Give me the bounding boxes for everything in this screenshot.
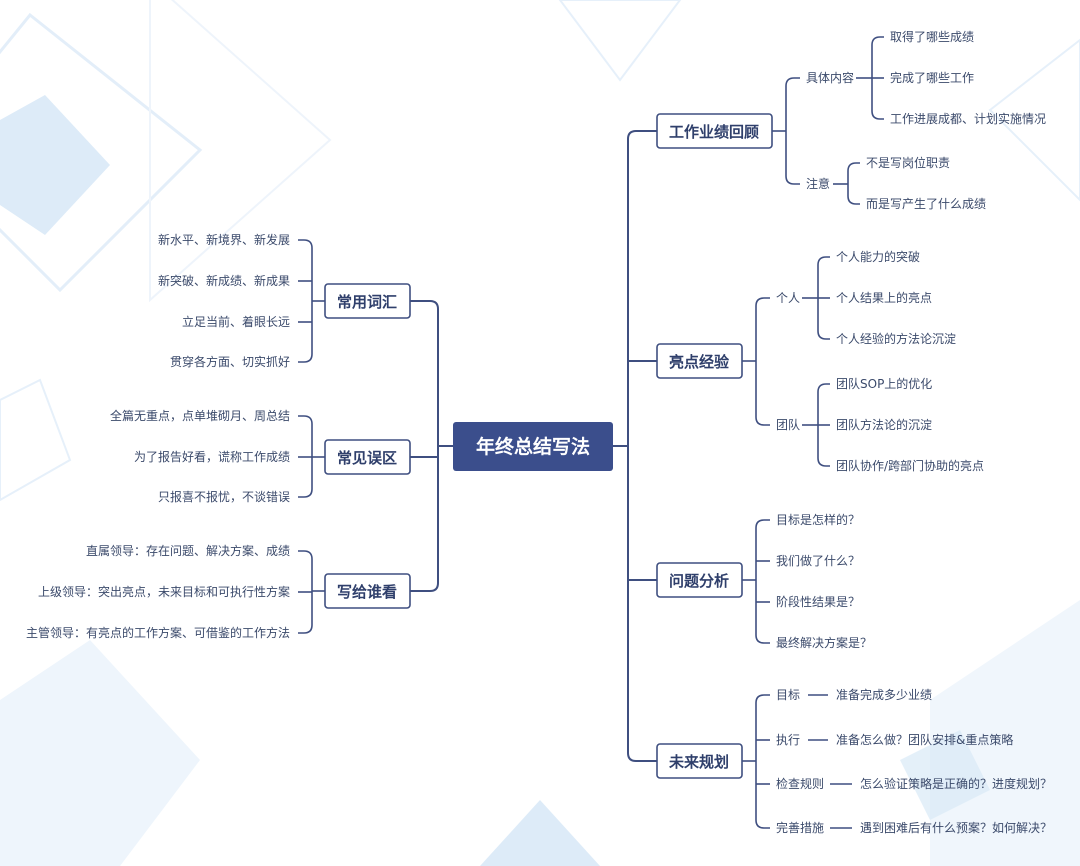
branch-label: 常用词汇	[337, 293, 397, 311]
leaf-item: 主管领导：有亮点的工作方案、可借鉴的工作方法	[26, 625, 290, 640]
branch-label: 未来规划	[668, 753, 729, 771]
group-label: 团队	[776, 417, 800, 432]
leaf-item: 工作进展成都、计划实施情况	[890, 111, 1046, 126]
connector-line	[755, 694, 770, 704]
connector-line	[817, 457, 830, 467]
connector-line	[755, 297, 770, 307]
pair-label: 完善措施	[776, 820, 824, 835]
connector-line	[871, 110, 884, 120]
branch-work-review[interactable]: 工作业绩回顾	[656, 113, 773, 149]
leaf-item: 完成了哪些工作	[890, 70, 974, 85]
connector-line	[755, 416, 770, 426]
leaf-item: 团队SOP上的优化	[836, 376, 932, 391]
leaf-item: 立足当前、着眼长远	[182, 314, 290, 329]
root-label: 年终总结写法	[476, 435, 590, 458]
leaf-item: 最终解决方案是？	[776, 635, 872, 650]
pair-detail: 怎么验证策略是正确的？进度规划？	[860, 776, 1052, 791]
leaf-item: 上级领导：突出亮点，未来目标和可执行性方案	[38, 584, 290, 599]
branch-problem-analysis[interactable]: 问题分析	[656, 562, 743, 598]
pair-detail: 准备完成多少业绩	[836, 687, 932, 702]
pair-label: 执行	[776, 733, 800, 747]
mindmap-nodes: 年终总结写法 工作业绩回顾 具体内容 取得了哪些成绩 完成了哪些工作 工作进展成…	[26, 29, 1052, 835]
connector-line	[755, 519, 770, 529]
leaf-item: 个人结果上的亮点	[836, 290, 932, 305]
connector-line	[871, 36, 884, 46]
leaf-item: 全篇无重点，点单堆砌月、周总结	[110, 408, 290, 423]
branch-label: 工作业绩回顾	[669, 123, 759, 141]
branch-label: 常见误区	[337, 449, 397, 467]
leaf-item: 为了报告好看，谎称工作成绩	[134, 449, 290, 464]
connector-line	[755, 819, 770, 829]
pair-detail: 准备怎么做？团队安排&重点策略	[836, 732, 1013, 747]
leaf-item: 个人能力的突破	[836, 249, 920, 264]
connector-line	[847, 195, 860, 205]
connector-line	[817, 256, 830, 266]
leaf-item: 只报喜不报忧，不谈错误	[158, 489, 290, 504]
connector-line	[817, 383, 830, 393]
branch-audience[interactable]: 写给谁看	[324, 573, 411, 609]
leaf-item: 团队方法论的沉淀	[836, 417, 932, 432]
connector-line	[410, 300, 439, 310]
group-label: 个人	[776, 291, 800, 305]
connector-line	[755, 634, 770, 644]
pair-detail: 遇到困难后有什么预案？如何解决？	[860, 820, 1052, 835]
connector-line	[298, 624, 313, 634]
branch-common-words[interactable]: 常用词汇	[324, 283, 411, 319]
branch-highlights[interactable]: 亮点经验	[656, 343, 743, 379]
leaf-item: 新水平、新境界、新发展	[158, 232, 290, 247]
pair-label: 目标	[776, 688, 800, 702]
leaf-item: 团队协作/跨部门协助的亮点	[836, 458, 984, 473]
branch-future-plan[interactable]: 未来规划	[656, 743, 743, 779]
leaf-item: 直属领导：存在问题、解决方案、成绩	[86, 543, 290, 558]
connector-line	[298, 550, 313, 560]
mindmap-edges	[298, 36, 884, 829]
branch-label: 问题分析	[669, 572, 729, 590]
leaf-item: 取得了哪些成绩	[890, 29, 974, 44]
leaf-item: 新突破、新成绩、新成果	[158, 273, 290, 288]
branch-label: 写给谁看	[337, 583, 397, 601]
leaf-item: 而是写产生了什么成绩	[866, 197, 986, 211]
root-node[interactable]: 年终总结写法	[453, 422, 613, 471]
connector-line	[627, 752, 657, 762]
branch-label: 亮点经验	[669, 353, 730, 371]
connector-line	[298, 353, 313, 363]
connector-line	[847, 162, 860, 172]
leaf-item: 不是写岗位职责	[866, 155, 950, 170]
connector-line	[817, 330, 830, 340]
leaf-item: 目标是怎样的？	[776, 512, 860, 527]
leaf-item: 阶段性结果是？	[776, 594, 860, 609]
group-label: 具体内容	[806, 70, 854, 85]
connector-line	[785, 77, 800, 87]
leaf-item: 个人经验的方法论沉淀	[836, 331, 956, 346]
leaf-item: 我们做了什么？	[776, 553, 860, 568]
connector-line	[298, 488, 313, 498]
connector-line	[298, 415, 313, 425]
group-label: 注意	[806, 176, 830, 191]
leaf-item: 贯穿各方面、切实抓好	[170, 354, 290, 369]
connector-line	[627, 130, 657, 140]
connector-line	[298, 239, 313, 249]
pair-label: 检查规则	[776, 776, 824, 791]
connector-line	[785, 175, 800, 185]
branch-common-mistakes[interactable]: 常见误区	[324, 439, 411, 475]
connector-line	[410, 582, 439, 592]
